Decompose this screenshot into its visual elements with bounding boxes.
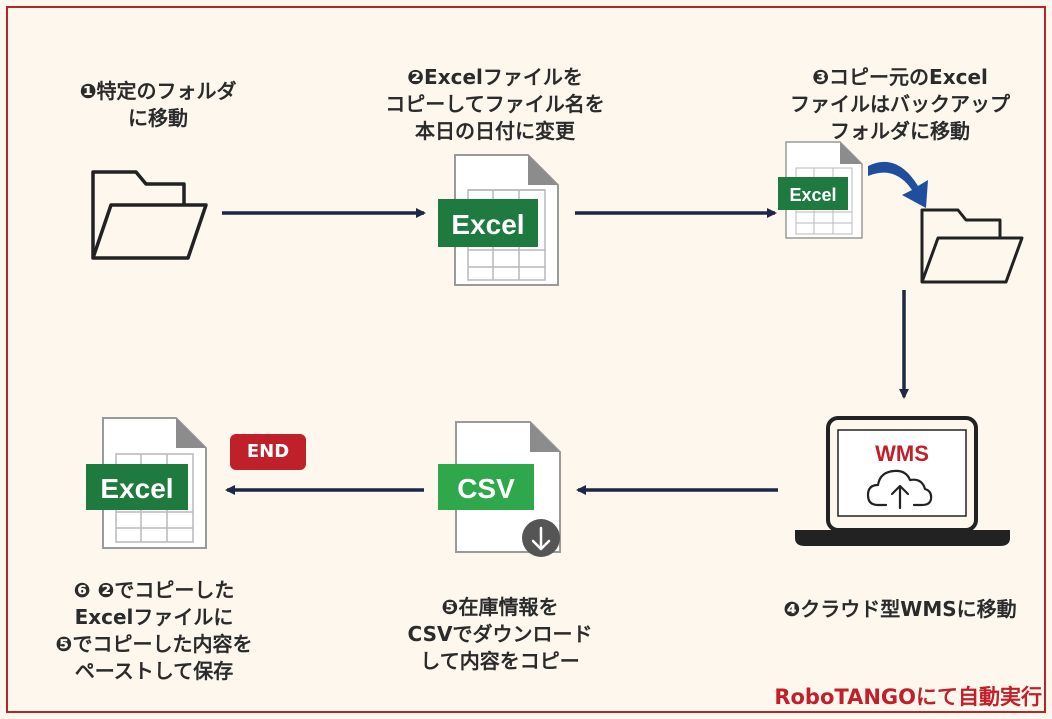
- excel-file-icon-step3: Excel: [778, 141, 863, 239]
- excel-file-icon-step2: Excel: [438, 154, 559, 286]
- csv-file-icon: CSV: [438, 421, 561, 557]
- step4-label: ❹クラウド型WMSに移動: [750, 596, 1050, 623]
- step6-line4: ペーストして保存: [74, 659, 234, 683]
- excel-file-icon-step6: Excel: [86, 417, 207, 549]
- step3-line3: フォルダに移動: [830, 119, 970, 143]
- diagram-frame: [6, 6, 1046, 713]
- footer-text: RoboTANGOにて自動実行: [774, 685, 1042, 709]
- backup-folder-icon: [920, 208, 1024, 284]
- step3-line2: ファイルはバックアップ: [790, 92, 1010, 116]
- step5-line1: ❺在庫情報を: [441, 595, 559, 619]
- cloud-upload-icon: [866, 469, 933, 510]
- step5-line3: して内容をコピー: [420, 649, 580, 673]
- step2-line1: ❷Excelファイルを: [407, 65, 583, 89]
- step2-label: ❷Excelファイルを コピーしてファイル名を 本日の日付に変更: [345, 64, 645, 145]
- wms-label: WMS: [875, 441, 929, 466]
- step5-label: ❺在庫情報を CSVでダウンロード して内容をコピー: [360, 594, 640, 675]
- excel-label-step3: Excel: [789, 185, 836, 205]
- step6-line3: ❺でコピーした内容を: [55, 632, 253, 656]
- step4-line1: ❹クラウド型WMSに移動: [783, 597, 1017, 621]
- move-to-backup-arrow: [868, 161, 928, 208]
- end-badge: END: [230, 434, 306, 470]
- step2-line3: 本日の日付に変更: [415, 119, 575, 143]
- step6-line2: Excelファイルに: [74, 605, 234, 629]
- step5-line2: CSVでダウンロード: [407, 622, 593, 646]
- excel-label-step2: Excel: [451, 209, 524, 240]
- folder-icon: [91, 170, 208, 260]
- step1-line2: に移動: [128, 106, 188, 130]
- step3-line1: ❸コピー元のExcel: [812, 65, 988, 89]
- step3-label: ❸コピー元のExcel ファイルはバックアップ フォルダに移動: [750, 64, 1050, 145]
- step1-label: ❶特定のフォルダ に移動: [48, 78, 268, 132]
- download-icon: [522, 519, 560, 557]
- laptop-icon: WMS: [795, 416, 1010, 546]
- step6-line1: ❻ ❷でコピーした: [73, 578, 235, 602]
- step1-line1: ❶特定のフォルダ: [79, 79, 237, 103]
- csv-label: CSV: [457, 473, 515, 504]
- step6-label: ❻ ❷でコピーした Excelファイルに ❺でコピーした内容を ペーストして保存: [14, 577, 294, 685]
- excel-label-step6: Excel: [100, 473, 173, 504]
- step2-line2: コピーしてファイル名を: [385, 92, 605, 116]
